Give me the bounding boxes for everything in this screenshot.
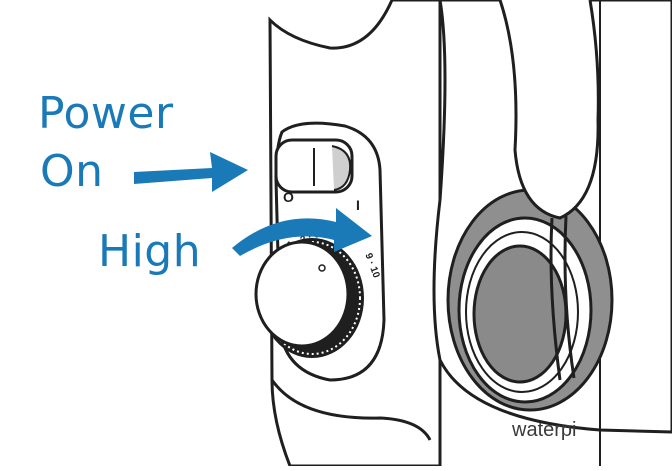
device-base-curve bbox=[270, 379, 432, 441]
power-switch bbox=[274, 138, 354, 194]
power-label: Power bbox=[38, 88, 174, 139]
arrow-right-icon bbox=[134, 152, 248, 192]
curved-arrow-icon bbox=[232, 208, 372, 256]
switch-off-mark: O bbox=[283, 189, 294, 205]
high-label: High bbox=[98, 226, 202, 277]
brand-logo: waterpi bbox=[511, 419, 576, 441]
pressure-dial bbox=[254, 238, 364, 358]
on-label: On bbox=[40, 146, 104, 197]
switch-on-mark: I bbox=[356, 197, 360, 213]
hose-storage bbox=[446, 0, 614, 412]
